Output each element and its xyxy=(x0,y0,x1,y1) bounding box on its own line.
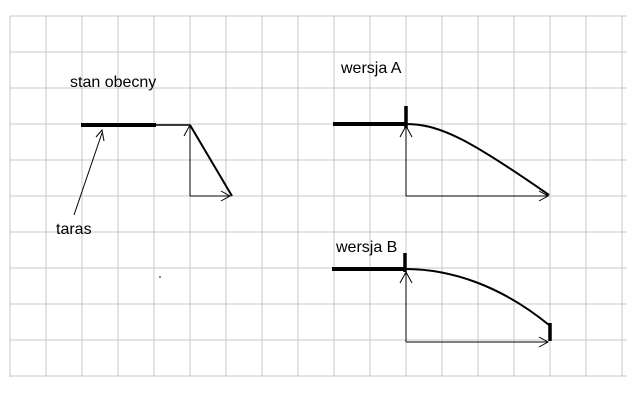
version-a-vertical-arrowhead xyxy=(399,124,413,138)
current-vertical-arrowhead xyxy=(183,123,197,137)
label-version-a: wersja A xyxy=(341,60,402,77)
version-a-curve xyxy=(405,123,550,196)
current-horizontal-arrowhead xyxy=(220,190,232,202)
version-b-curve xyxy=(404,268,550,326)
version-b-vertical-arrowhead xyxy=(399,270,413,284)
version-a-sketch xyxy=(333,106,550,202)
label-version-b: wersja B xyxy=(336,239,398,256)
version-b-sketch xyxy=(332,253,552,348)
terrace-pointer-arrowhead xyxy=(95,128,105,142)
label-current-state: stan obecny xyxy=(70,74,157,91)
current-state-sketch xyxy=(73,123,233,216)
terrace-pointer-line xyxy=(73,132,103,216)
stray-dot xyxy=(159,276,161,278)
current-slope-line xyxy=(189,124,233,197)
label-terrace: taras xyxy=(56,221,92,238)
version-b-horizontal-arrowhead xyxy=(538,336,550,348)
version-a-horizontal-arrowhead xyxy=(538,190,550,202)
